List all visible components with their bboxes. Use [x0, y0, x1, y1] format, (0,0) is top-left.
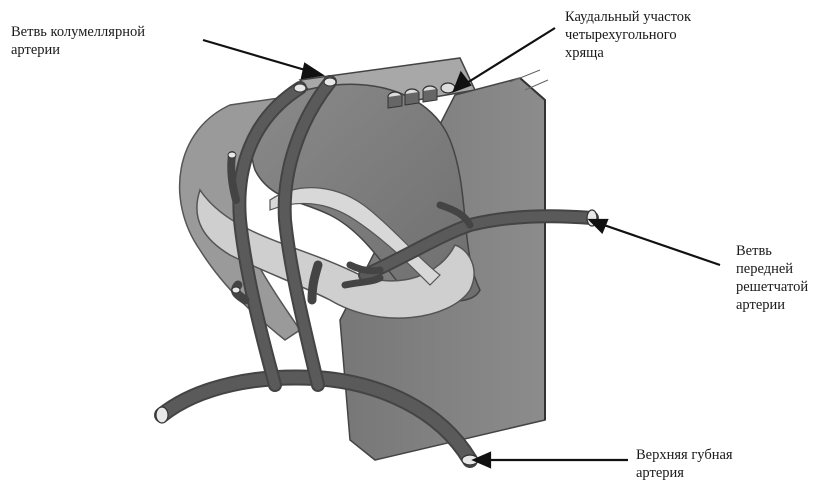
label-superior-labial-artery: Верхняя губная артерия — [636, 446, 733, 482]
label-anterior-ethmoid-branch: Ветвь передней решетчатой артерии — [736, 242, 808, 314]
arrow-columellar — [203, 40, 312, 72]
label-caudal-quadrangular-cartilage: Каудальный участок четырехугольного хрящ… — [565, 8, 691, 62]
vessel-end-top2 — [324, 78, 336, 86]
vessel-end-left — [156, 407, 168, 423]
arrow-ethmoid — [598, 223, 720, 265]
label-columellar-branch: Ветвь колумеллярной артерии — [11, 23, 145, 59]
vessel-end-top1 — [294, 84, 306, 92]
arrow-caudal — [462, 28, 555, 86]
